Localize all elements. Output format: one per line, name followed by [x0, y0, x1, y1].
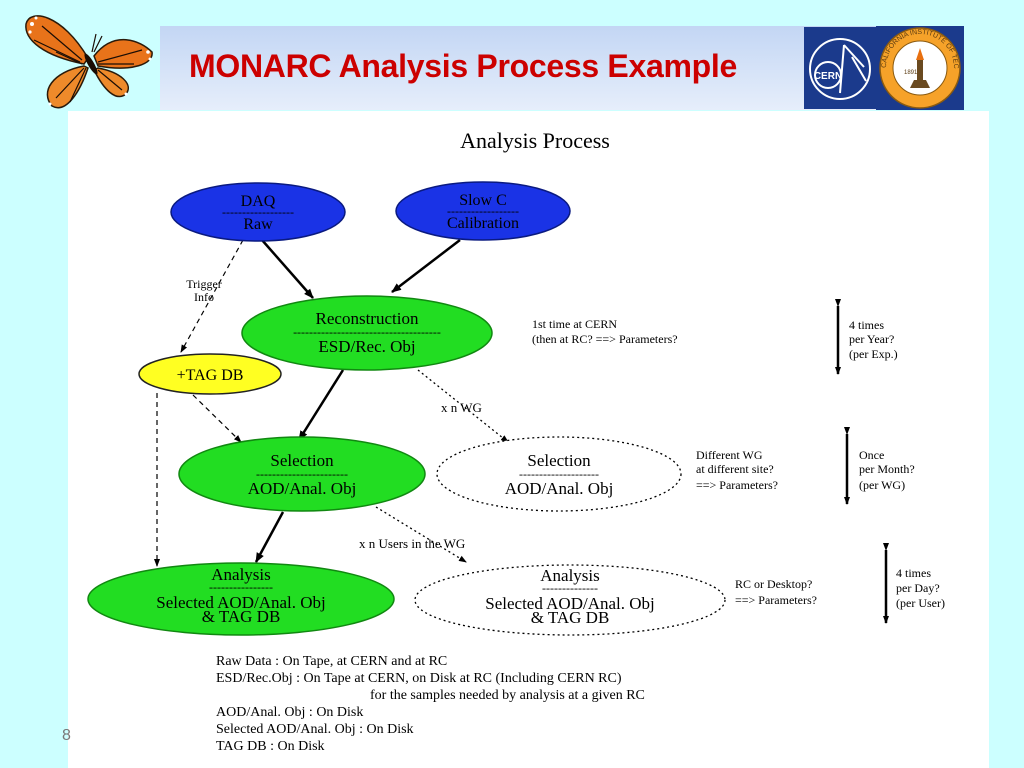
node-analysis-users: Analysis -------------- Selected AOD/Ana… — [414, 564, 726, 636]
node-selection-top: Selection — [270, 451, 334, 470]
node-daq-rule: ------------------ — [222, 205, 294, 219]
note-ana-freq1: 4 times — [896, 566, 931, 580]
cern-logo: CERN — [804, 27, 876, 109]
diagram-title: Analysis Process — [460, 128, 610, 153]
notes-analysis: RC or Desktop? ==> Parameters? 4 times p… — [735, 543, 945, 624]
note-ana-line1: RC or Desktop? — [735, 577, 812, 591]
butterfly-icon — [25, 15, 153, 109]
label-x-n-wg: x n WG — [441, 400, 482, 415]
note-ana-freq3: (per User) — [896, 596, 945, 610]
node-slowc-top: Slow C — [459, 192, 507, 209]
node-slowc-calibration: Slow C ------------------ Calibration — [395, 181, 571, 241]
node-analysis-line3: & TAG DB — [202, 607, 281, 626]
node-analysis-users-line2: Selected AOD/Anal. Obj — [485, 594, 655, 613]
slide-title: MONARC Analysis Process Example — [189, 48, 737, 84]
footer-line-tagdb: TAG DB : On Disk — [216, 739, 325, 754]
node-analysis-rule: ---------------- — [209, 580, 273, 594]
note-ana-freq2: per Day? — [896, 581, 940, 595]
node-analysis-top: Analysis — [211, 565, 271, 584]
note-sel-freq1: Once — [859, 448, 884, 462]
note-sel-line1: Different WG — [696, 448, 763, 462]
arrow-selection-to-analysis-users — [375, 506, 467, 563]
note-reco-freq1: 4 times — [849, 318, 884, 332]
node-reco-rule: ------------------------------------- — [293, 325, 441, 339]
footer-line-samples: for the samples needed by analysis at a … — [370, 688, 645, 703]
arrow-reco-to-selection-wg — [417, 369, 509, 443]
node-selection-rule: ----------------------- — [256, 467, 348, 481]
note-reco-freq2: per Year? — [849, 332, 894, 346]
node-analysis: Analysis ---------------- Selected AOD/A… — [87, 562, 395, 636]
arrow-tagdb-to-selection — [192, 394, 242, 443]
node-selection-wg-rule: -------------------- — [519, 467, 599, 481]
label-trigger: Trigger — [186, 277, 222, 291]
note-sel-line3: ==> Parameters? — [696, 478, 778, 492]
notes-selection: Different WG at different site? ==> Para… — [696, 427, 915, 505]
node-tag-db: +TAG DB — [138, 353, 282, 395]
note-reco-line2: (then at RC? ==> Parameters? — [532, 332, 678, 346]
node-analysis-line2: Selected AOD/Anal. Obj — [156, 593, 326, 612]
node-reco-top: Reconstruction — [316, 309, 419, 328]
node-analysis-users-rule: -------------- — [542, 581, 598, 595]
footer-line-esd: ESD/Rec.Obj : On Tape at CERN, on Disk a… — [216, 671, 622, 686]
arrow-selection-to-analysis — [254, 511, 285, 563]
node-selection-wg-bottom: AOD/Anal. Obj — [505, 479, 614, 498]
footer-line-raw: Raw Data : On Tape, at CERN and at RC — [216, 654, 447, 669]
node-selection: Selection ----------------------- AOD/An… — [178, 436, 426, 512]
note-sel-freq3: (per WG) — [859, 478, 905, 492]
notes-reconstruction: 1st time at CERN (then at RC? ==> Parame… — [532, 299, 898, 375]
cern-logo-text: CERN — [814, 71, 842, 82]
node-selection-bottom: AOD/Anal. Obj — [248, 479, 357, 498]
node-daq-bottom: Raw — [243, 216, 273, 233]
node-analysis-users-top: Analysis — [540, 566, 600, 585]
node-selection-wg: Selection -------------------- AOD/Anal.… — [436, 436, 682, 512]
footer-line-selected-aod: Selected AOD/Anal. Obj : On Disk — [216, 722, 414, 737]
note-reco-line1: 1st time at CERN — [532, 317, 617, 331]
caltech-seal: 1891 CALIFORNIA INSTITUTE OF TECHNOLOGY — [876, 26, 964, 110]
arrow-daq-to-tagdb — [180, 239, 244, 353]
edges — [154, 239, 509, 567]
node-selection-wg-top: Selection — [527, 451, 591, 470]
node-analysis-users-line3: & TAG DB — [531, 608, 610, 627]
caltech-year: 1891 — [904, 70, 918, 76]
arrow-slowc-to-reco — [391, 239, 461, 293]
note-ana-line2: ==> Parameters? — [735, 593, 817, 607]
footer-line-aod: AOD/Anal. Obj : On Disk — [216, 705, 363, 720]
storage-summary: Raw Data : On Tape, at CERN and at RC ES… — [216, 654, 645, 754]
page-number: 8 — [62, 727, 71, 744]
node-daq-top: DAQ — [241, 193, 276, 210]
label-info: Info — [194, 290, 214, 304]
arrow-reco-to-selection — [297, 369, 345, 441]
node-daq-raw: DAQ ------------------ Raw — [170, 182, 346, 242]
note-sel-freq2: per Month? — [859, 462, 915, 476]
node-slowc-bottom: Calibration — [447, 215, 519, 232]
arrow-daq-to-reco — [261, 239, 314, 299]
note-sel-line2: at different site? — [696, 462, 774, 476]
node-slowc-rule: ------------------ — [447, 204, 519, 218]
node-reco-bottom: ESD/Rec. Obj — [318, 337, 415, 356]
note-reco-freq3: (per Exp.) — [849, 347, 898, 361]
node-reconstruction: Reconstruction -------------------------… — [241, 295, 493, 371]
label-x-n-users: x n Users in the WG — [359, 536, 465, 551]
node-tagdb-label: +TAG DB — [177, 367, 244, 384]
